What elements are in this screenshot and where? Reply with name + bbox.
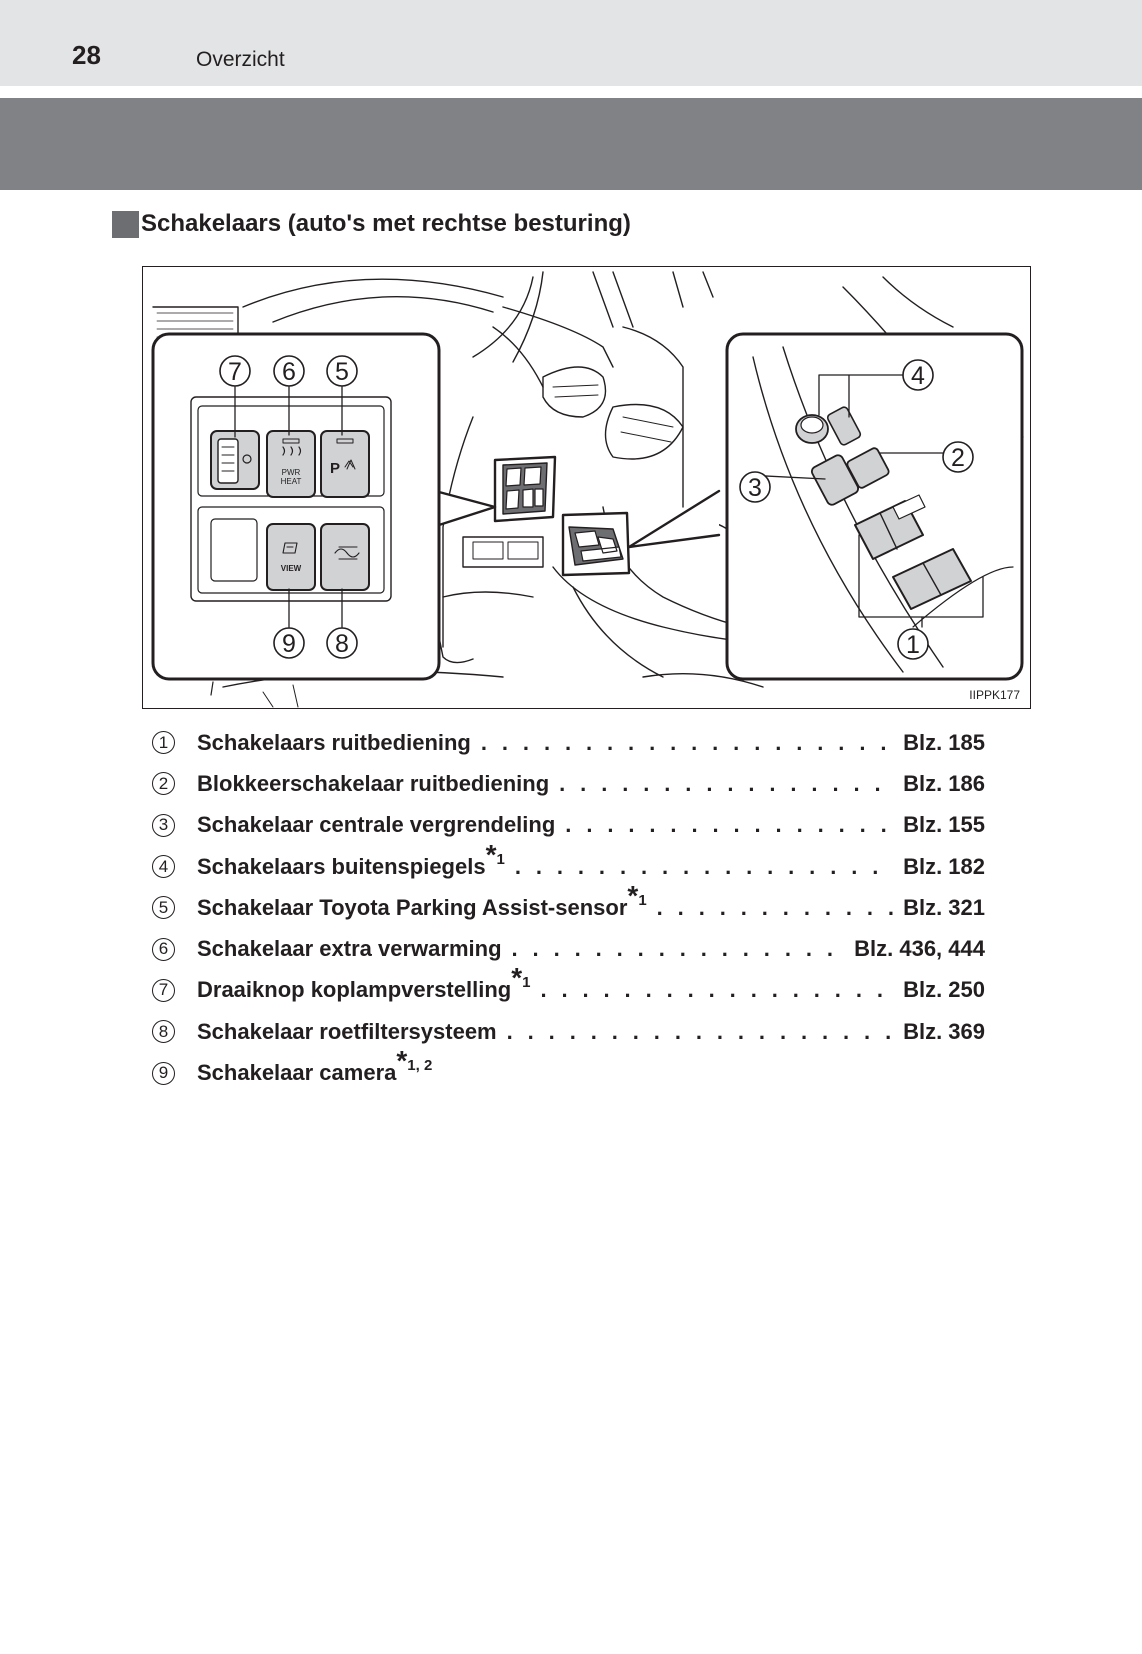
leader-dots: . . . . . . . . . . . . . . . . . . . . … [506,1018,893,1044]
callout-8-circle [326,627,358,659]
item-number: 8 [152,1020,175,1044]
page-reference: Blz. 321 [903,894,985,920]
dashboard-drawing: PWR HEAT P VIEW [151,271,1024,708]
callout-6: 6 [282,358,296,386]
leader-dots: . . . . . . . . . . . . . . . . . . . . … [565,812,893,838]
callout-5-circle [326,355,358,387]
page-reference: Blz. 182 [903,853,985,879]
item-label: Schakelaars buitenspiegels*1 [197,838,505,879]
chapter-band [0,98,1142,190]
switch-list: 1 Schakelaars ruitbediening . . . . . . … [152,722,985,1094]
figure-code: IIPPK177 [969,688,1020,702]
leader-dots: . . . . . . . . . . . . . . . . . . . . … [656,894,893,920]
callout-4: 4 [911,362,925,390]
pwr-label: PWR [282,468,301,477]
left-zoom-box: PWR HEAT P VIEW [151,332,441,681]
item-label: Schakelaar camera*1, 2 [197,1045,433,1086]
section-title: Overzicht [196,48,285,71]
item-label: Schakelaar Toyota Parking Assist-sensor*… [197,879,647,920]
list-item: 3 Schakelaar centrale vergrendeling . . … [152,805,985,846]
list-item: 7 Draaiknop koplampverstelling*1 . . . .… [152,962,985,1011]
view-label: VIEW [281,564,302,573]
callout-5: 5 [335,358,349,386]
item-number: 5 [152,896,175,920]
page-number: 28 [72,40,101,70]
center-switch-cluster [493,455,557,523]
callout-9-circle [273,627,305,659]
right-zoom-box [725,332,1024,681]
page-reference: Blz. 369 [903,1018,985,1044]
item-label: Blokkeerschakelaar ruitbediening [197,770,550,796]
switches-illustration: PWR HEAT P VIEW [142,266,1031,709]
callout-3-circle [739,471,771,503]
section-heading: Schakelaars (auto's met rechtse besturin… [112,210,631,238]
heat-label: HEAT [281,477,302,486]
list-item: 1 Schakelaars ruitbediening . . . . . . … [152,722,985,763]
callout-6-circle [273,355,305,387]
callout-9: 9 [282,630,296,658]
callout-2-circle [942,441,974,473]
item-number: 9 [152,1061,175,1085]
item-label: Schakelaars ruitbediening [197,729,471,755]
item-label: Schakelaar centrale vergrendeling [197,812,556,838]
door-switch-cluster [561,511,631,577]
leader-dots: . . . . . . . . . . . . . . . . . . . . … [511,936,845,962]
footnote-marker: *1 [511,962,531,994]
item-number: 2 [152,772,175,796]
footnote-marker: *1 [485,838,505,870]
item-number: 6 [152,937,175,961]
page-reference: Blz. 250 [903,977,985,1003]
callout-numbers: 7 6 5 9 8 4 2 3 1 [228,358,965,659]
callout-3: 3 [748,474,762,502]
header-bar [0,0,1142,86]
list-item: 5 Schakelaar Toyota Parking Assist-senso… [152,879,985,928]
item-label: Draaiknop koplampverstelling*1 [197,962,531,1003]
list-item: 2 Blokkeerschakelaar ruitbediening . . .… [152,763,985,804]
list-item: 6 Schakelaar extra verwarming . . . . . … [152,928,985,969]
leader-dots: . . . . . . . . . . . . . . . . . . . . … [480,729,893,755]
callout-1: 1 [906,631,920,659]
leader-dots: . . . . . . . . . . . . . . . . . . . . … [540,977,893,1003]
callout-markers [219,355,974,660]
page-reference: Blz. 155 [903,812,985,838]
callout-1-circle [897,628,929,660]
item-number: 1 [152,731,175,755]
page-reference: Blz. 436, 444 [854,936,985,962]
leader-dots: . . . . . . . . . . . . . . . . . . . . … [514,853,893,879]
item-label: Schakelaar extra verwarming [197,936,502,962]
heading-text: Schakelaars (auto's met rechtse besturin… [141,210,631,237]
item-label: Schakelaar roetfiltersysteem [197,1018,497,1044]
footnote-marker: *1 [627,879,647,911]
footnote-marker: *1, 2 [396,1045,433,1077]
callout-2: 2 [951,444,965,472]
leader-dots: . . . . . . . . . . . . . . . . . . . . … [559,770,893,796]
callout-7-circle [219,355,251,387]
list-item: 9 Schakelaar camera*1, 2 [152,1045,985,1093]
item-number: 3 [152,813,175,837]
item-number: 7 [152,978,175,1002]
list-item: 8 Schakelaar roetfiltersysteem . . . . .… [152,1011,985,1052]
list-item: 4 Schakelaars buitenspiegels*1 . . . . .… [152,838,985,887]
heading-square-icon [112,210,139,238]
parking-label: P [330,460,340,477]
callout-7: 7 [228,358,242,386]
callout-4-circle [902,359,934,391]
callout-8: 8 [335,630,349,658]
item-number: 4 [152,855,175,879]
page-reference: Blz. 185 [903,729,985,755]
page-reference: Blz. 186 [903,770,985,796]
